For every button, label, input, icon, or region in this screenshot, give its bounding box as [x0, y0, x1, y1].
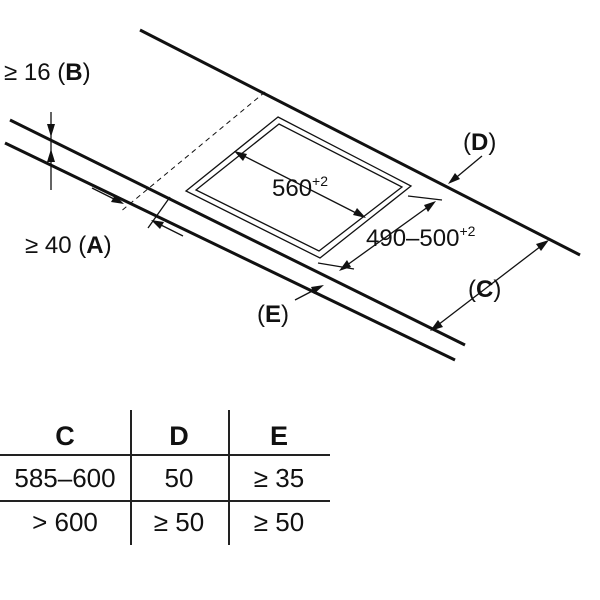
table-divider-col2: [228, 410, 230, 545]
countertop-front-edge-inner: [4, 141, 456, 362]
e-arrowhead: [311, 285, 324, 294]
cutout-inner: [194, 123, 404, 252]
table-divider-header: [0, 454, 330, 456]
table-cell: ≥ 50: [153, 507, 205, 537]
c-arrowhead-bottom: [430, 320, 443, 331]
dimension-table: C D E 585–600 50 ≥ 35 > 600 ≥ 50 ≥ 50: [0, 410, 330, 545]
a-extension-line: [147, 196, 171, 229]
table-header-d: D: [169, 421, 189, 451]
dashed-reference-line: [119, 91, 266, 213]
table-divider-row: [0, 500, 330, 502]
width-arrowhead-bottom: [339, 260, 351, 271]
countertop-back-edge: [139, 28, 581, 257]
label-b: ≥ 16 (B): [4, 59, 91, 86]
table-header-c: C: [55, 421, 75, 451]
label-d: (D): [463, 129, 496, 156]
table-header-row: C D E: [0, 414, 330, 458]
label-cutout-length: 560+2: [272, 173, 328, 202]
table-row: 585–600 50 ≥ 35: [0, 456, 330, 500]
table-cell: > 600: [32, 507, 98, 537]
length-arrowhead-end: [353, 208, 366, 218]
table-cell: 50: [164, 463, 194, 493]
label-c: (C): [468, 276, 501, 303]
b-arrowhead-bottom: [47, 149, 55, 162]
table-cell: ≥ 50: [253, 507, 305, 537]
c-arrowhead-top: [536, 240, 549, 251]
a-arrowhead-right: [151, 220, 164, 229]
table-row: > 600 ≥ 50 ≥ 50: [0, 500, 330, 544]
width-extension-top: [407, 195, 443, 201]
label-e: (E): [257, 301, 289, 328]
length-arrowhead-start: [234, 151, 247, 161]
cutout-outer: [184, 116, 413, 259]
table-header-e: E: [269, 421, 288, 451]
label-a: ≥ 40 (A): [25, 232, 112, 259]
c-dimension-line: [433, 242, 546, 329]
table-cell: ≥ 35: [253, 463, 305, 493]
length-dimension-line: [237, 152, 363, 217]
table-divider-col1: [130, 410, 132, 545]
table-cell: 585–600: [14, 463, 116, 493]
countertop-front-edge-outer: [9, 118, 466, 347]
width-arrowhead-top: [424, 201, 436, 212]
b-arrowhead-top: [47, 124, 55, 137]
width-dimension-line: [342, 203, 433, 269]
d-arrowhead: [448, 173, 460, 184]
label-cutout-width: 490–500+2: [366, 223, 476, 252]
a-arrowhead-left: [111, 195, 124, 204]
